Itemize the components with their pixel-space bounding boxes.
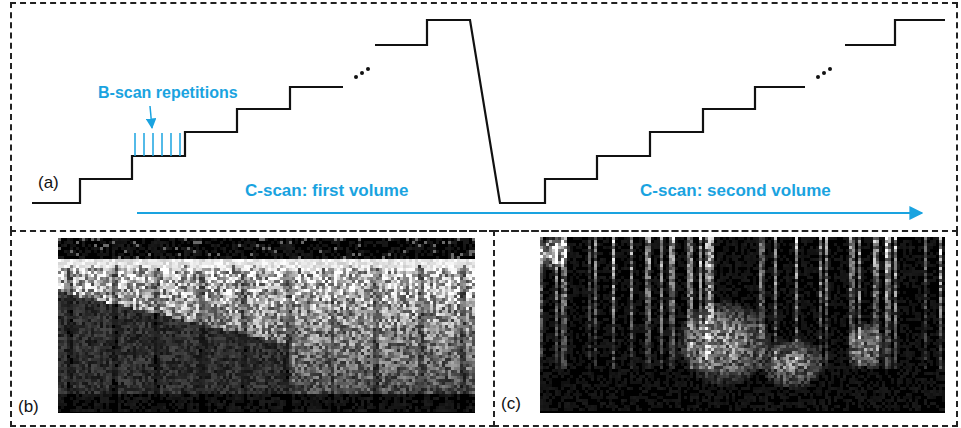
figure-stage: (a)(b)(c) B-scan repetitionsC-scan: firs… — [0, 0, 961, 428]
